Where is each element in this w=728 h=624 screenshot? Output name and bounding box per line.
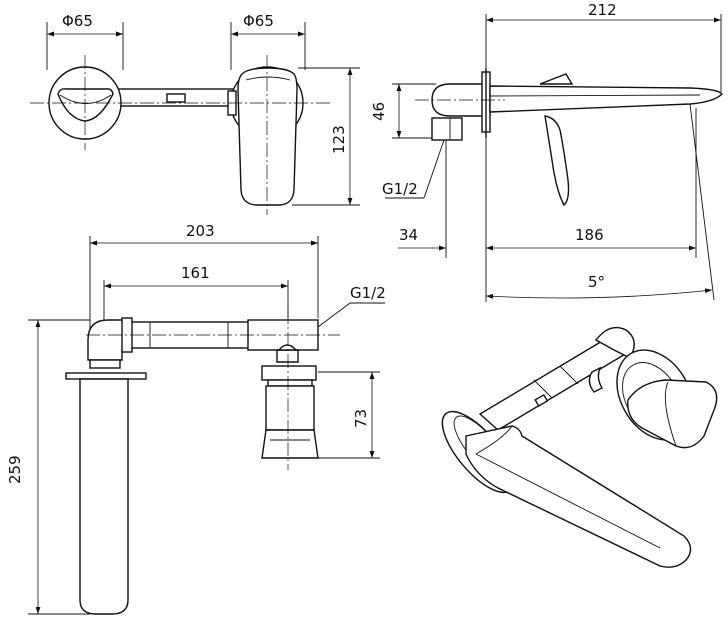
dim-thread-bottom: G1/2 — [350, 284, 386, 302]
dim-offset: 34 — [399, 226, 418, 244]
dim-dia-left: Φ65 — [62, 12, 93, 30]
isometric-view — [441, 326, 718, 568]
dim-width-203: 203 — [186, 222, 215, 240]
dim-spout: 186 — [575, 226, 604, 244]
dim-thread-side: G1/2 — [382, 180, 418, 198]
dim-angle: 5° — [588, 273, 605, 291]
dim-body-height: 46 — [370, 102, 388, 121]
dim-depth-total: 212 — [588, 1, 617, 19]
side-view: 212 46 G1/2 34 186 — [370, 1, 723, 302]
dim-width-161: 161 — [181, 264, 210, 282]
top-view: Φ65 Φ65 123 — [30, 12, 360, 215]
dim-top-height: 123 — [330, 125, 348, 154]
dim-height-73: 73 — [352, 409, 370, 428]
dim-height-259: 259 — [6, 455, 24, 484]
front-view: 203 161 G1/2 — [6, 222, 386, 615]
dim-dia-right: Φ65 — [243, 12, 274, 30]
